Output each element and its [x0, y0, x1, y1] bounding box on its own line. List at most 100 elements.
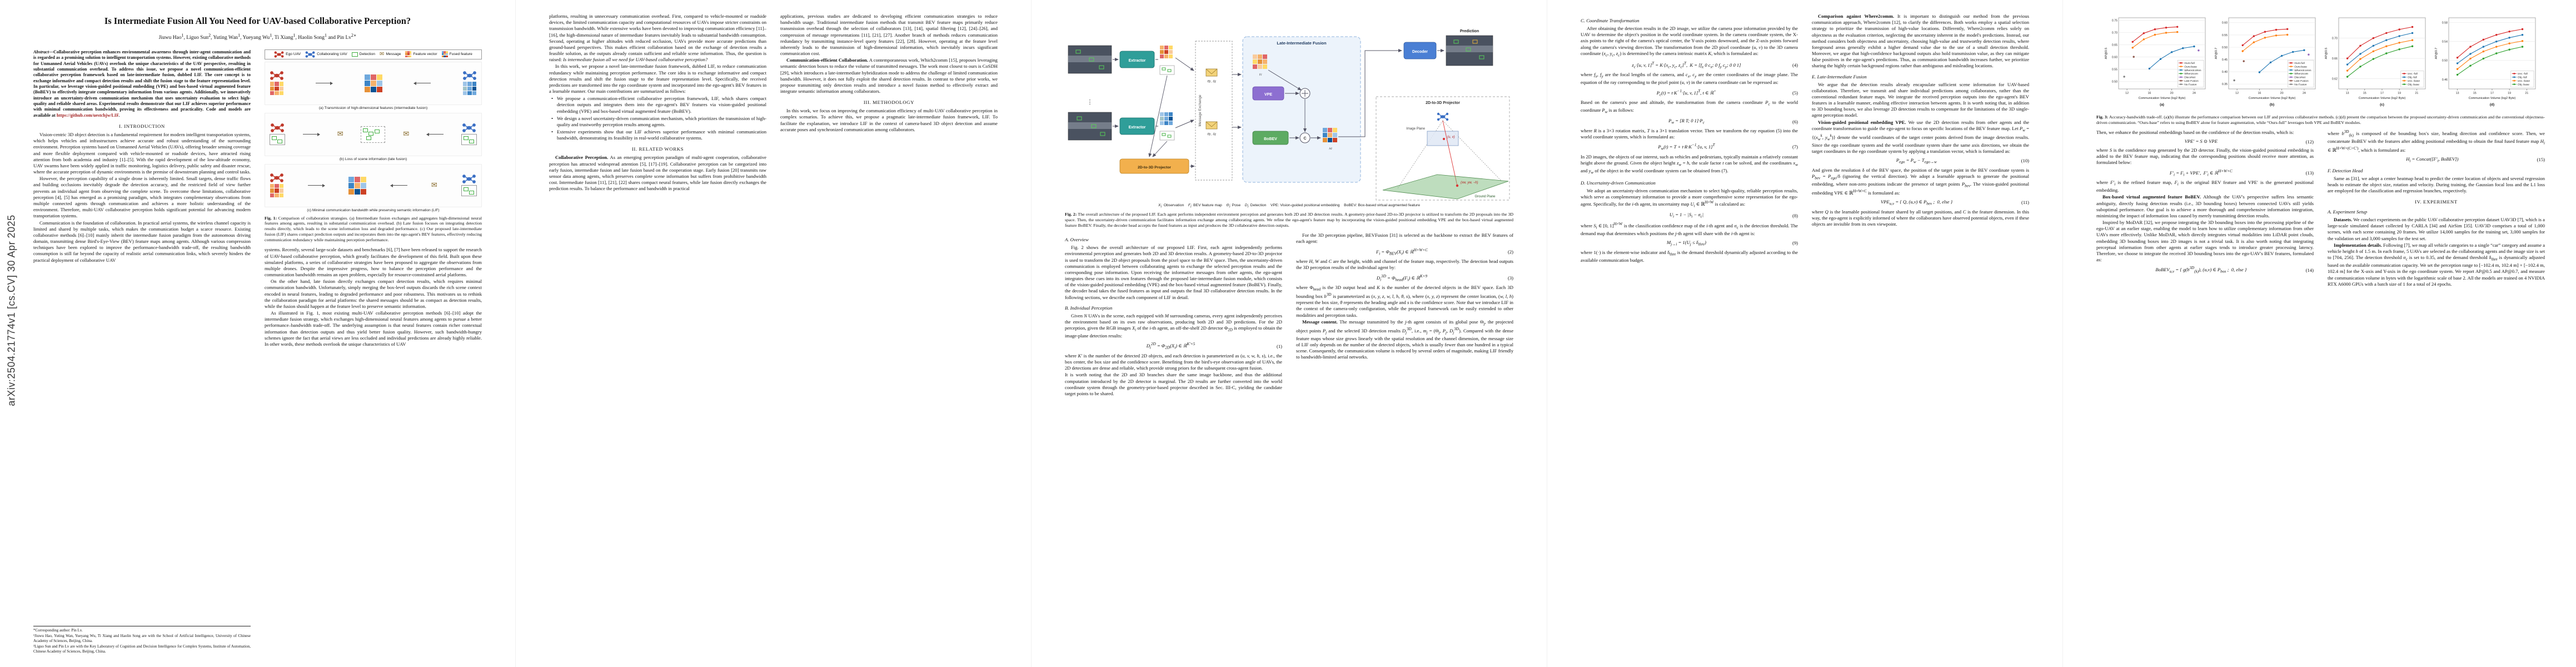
- subsection-heading: C. Coordinate Transformation: [1581, 18, 1640, 23]
- svg-text:Obj.-base: Obj.-base: [2407, 83, 2419, 86]
- svg-text:(b): (b): [2269, 103, 2274, 107]
- ego-agent: [270, 71, 284, 96]
- arrow-icon: [308, 183, 326, 187]
- fi-label: Fi: [1259, 73, 1262, 77]
- svg-text:12: 12: [2235, 92, 2239, 95]
- svg-text:0.45: 0.45: [2221, 58, 2227, 62]
- subsection-heading: B. Individual Perception: [1065, 305, 1113, 311]
- bev-feature-icon: [1160, 46, 1173, 58]
- svg-text:0.62: 0.62: [2331, 78, 2337, 81]
- paragraph: Inspired by MoDAR [32], we propose integ…: [2096, 220, 2314, 263]
- svg-text:0.35: 0.35: [2221, 83, 2227, 86]
- legend-detection: Detection: [351, 52, 375, 57]
- svg-text:13: 13: [2345, 92, 2349, 95]
- svg-text:DiscoNet: DiscoNet: [2184, 76, 2195, 79]
- extractor-label: Extractor: [1129, 126, 1146, 130]
- svg-text:0.50: 0.50: [2442, 59, 2447, 63]
- svg-text:(a): (a): [2160, 103, 2164, 107]
- projector-detail-title: 2D-to-3D Projector: [1426, 101, 1460, 105]
- ground-plane-label: Ground Plane: [1474, 195, 1496, 198]
- message-icon: ✉: [337, 130, 343, 139]
- dots-label: ⋮: [1087, 99, 1093, 106]
- svg-text:Communication Volume (log2 Byt: Communication Volume (log2 Byte): [2138, 97, 2185, 100]
- paragraph: In this work, we focus on improving the …: [780, 108, 998, 132]
- input-image-1: [1068, 45, 1112, 74]
- svg-text:0.60: 0.60: [2221, 22, 2227, 25]
- page2-left-column: platforms, resulting in unnecessary comm…: [549, 13, 766, 655]
- fig1-caption: Fig. 1: Comparison of collaboration stra…: [265, 215, 482, 243]
- svg-text:Ours-base: Ours-base: [2184, 65, 2197, 68]
- svg-text:0.75: 0.75: [2111, 19, 2117, 22]
- projector-block: 2D-to-3D Projector: [1119, 158, 1189, 174]
- github-link[interactable]: https://github.com/uestchjw/LIF: [56, 112, 119, 118]
- footnote: ¹Jiuwu Hao, Yuting Wan, Yueyang Wu, Ti X…: [33, 633, 251, 643]
- subsection-heading: D. Uncertainty-driven Communication: [1581, 180, 1656, 186]
- collab-uav-icon: [463, 71, 476, 81]
- collab-uav-icon: [305, 51, 315, 58]
- detection-icon: [1159, 131, 1175, 141]
- message-icon: [1205, 121, 1218, 130]
- page5-left-column: Then, we enhance the positional embeddin…: [2096, 130, 2314, 655]
- svg-text:17: 17: [2490, 92, 2494, 95]
- equation: Di3D = Φhead(Fi) ∈ ℝK×9(3): [1376, 273, 1513, 282]
- legend-label: Fused feature: [449, 52, 472, 57]
- svg-text:16: 16: [2258, 92, 2261, 95]
- paragraph: Message content. The message transmitted…: [1296, 318, 1513, 360]
- fig1-panel-c: ✉: [265, 163, 482, 207]
- svg-text:Where2comm: Where2comm: [2294, 69, 2311, 72]
- svg-text:0.55: 0.55: [2221, 34, 2227, 37]
- fig1-panel-c-caption: (c) Minimal communication bandwidth whil…: [307, 208, 440, 212]
- equation: Pc(t) = t·K−1·[u, v, 1]T, t ∈ ℝ+(5): [1656, 88, 1798, 97]
- svg-text:0.40: 0.40: [2221, 71, 2227, 74]
- decoder-block: Decoder: [1403, 42, 1437, 59]
- collab-uav-icon: [462, 123, 476, 133]
- equation: Hi = Concat([F′i, BoBEV])(15): [2406, 156, 2545, 163]
- input-image-n: [1068, 112, 1112, 141]
- equation: zc·[u, v, 1]T = K·[xc, yc, zc]T, K = [fx…: [1632, 61, 1798, 69]
- fig1-panel-b: ✉ ✉: [265, 112, 482, 156]
- lif-title: Late-Intermediate Fusion: [1277, 41, 1327, 46]
- svg-text:No Fusion: No Fusion: [2294, 83, 2307, 86]
- ego-uav-icon: [270, 71, 283, 81]
- svg-text:Unc.-full: Unc.-full: [2517, 72, 2527, 76]
- figure-2: ⋮ Extractor: [1065, 13, 1513, 202]
- svg-text:0.66: 0.66: [2331, 57, 2337, 61]
- paragraph: platforms, resulting in unnecessary comm…: [549, 13, 766, 63]
- svg-text:Unc.-base: Unc.-base: [2407, 79, 2420, 83]
- legend-fused-feature: Fused feature: [441, 51, 472, 58]
- svg-text:0.70: 0.70: [2331, 37, 2337, 41]
- page1-left-column: Abstract—Collaborative perception enhanc…: [33, 49, 251, 655]
- message-icon: ✉: [431, 181, 437, 190]
- fused-feature-icon: [441, 51, 448, 58]
- paragraph: where F′i is the refined feature map, Fi…: [2096, 180, 2314, 193]
- arrow-icon: [427, 134, 444, 135]
- paragraph: Vision-guided positional embedding VPE. …: [1812, 119, 2029, 154]
- svg-text:When2com: When2com: [2184, 72, 2198, 76]
- svg-text:Communication Volume (log2 Byt: Communication Volume (log2 Byte): [2468, 97, 2515, 100]
- svg-text:AP@0.7: AP@0.7: [2215, 48, 2218, 59]
- prediction-label: Prediction: [1460, 29, 1479, 33]
- svg-text:When2com: When2com: [2294, 72, 2308, 76]
- feature-vector-icon: [270, 184, 283, 198]
- ego-uav-icon: [270, 173, 283, 182]
- svg-text:No Fusion: No Fusion: [2184, 83, 2197, 86]
- message-exchange-label: Message Exchange: [1198, 94, 1202, 126]
- paragraph: Comparison against Where2comm. It is imp…: [1812, 13, 2029, 69]
- page3-right-column: For the 3D perception pipeline, BEVFusio…: [1296, 232, 1513, 655]
- svg-text:21: 21: [2525, 92, 2528, 95]
- svg-text:17: 17: [2380, 92, 2384, 95]
- footnotes: *Corresponding author: Pin Lv.¹Jiuwu Hao…: [33, 625, 251, 655]
- fig2-diagram: ⋮ Extractor: [1068, 29, 1510, 201]
- legend-label: Feature vector: [413, 52, 437, 57]
- paragraph: Datasets. We conduct experiments on the …: [2328, 217, 2545, 241]
- image-plane-label: Image Plane: [1406, 127, 1425, 131]
- svg-text:AP@0.5: AP@0.5: [2105, 48, 2108, 59]
- detection-icon: [461, 134, 477, 146]
